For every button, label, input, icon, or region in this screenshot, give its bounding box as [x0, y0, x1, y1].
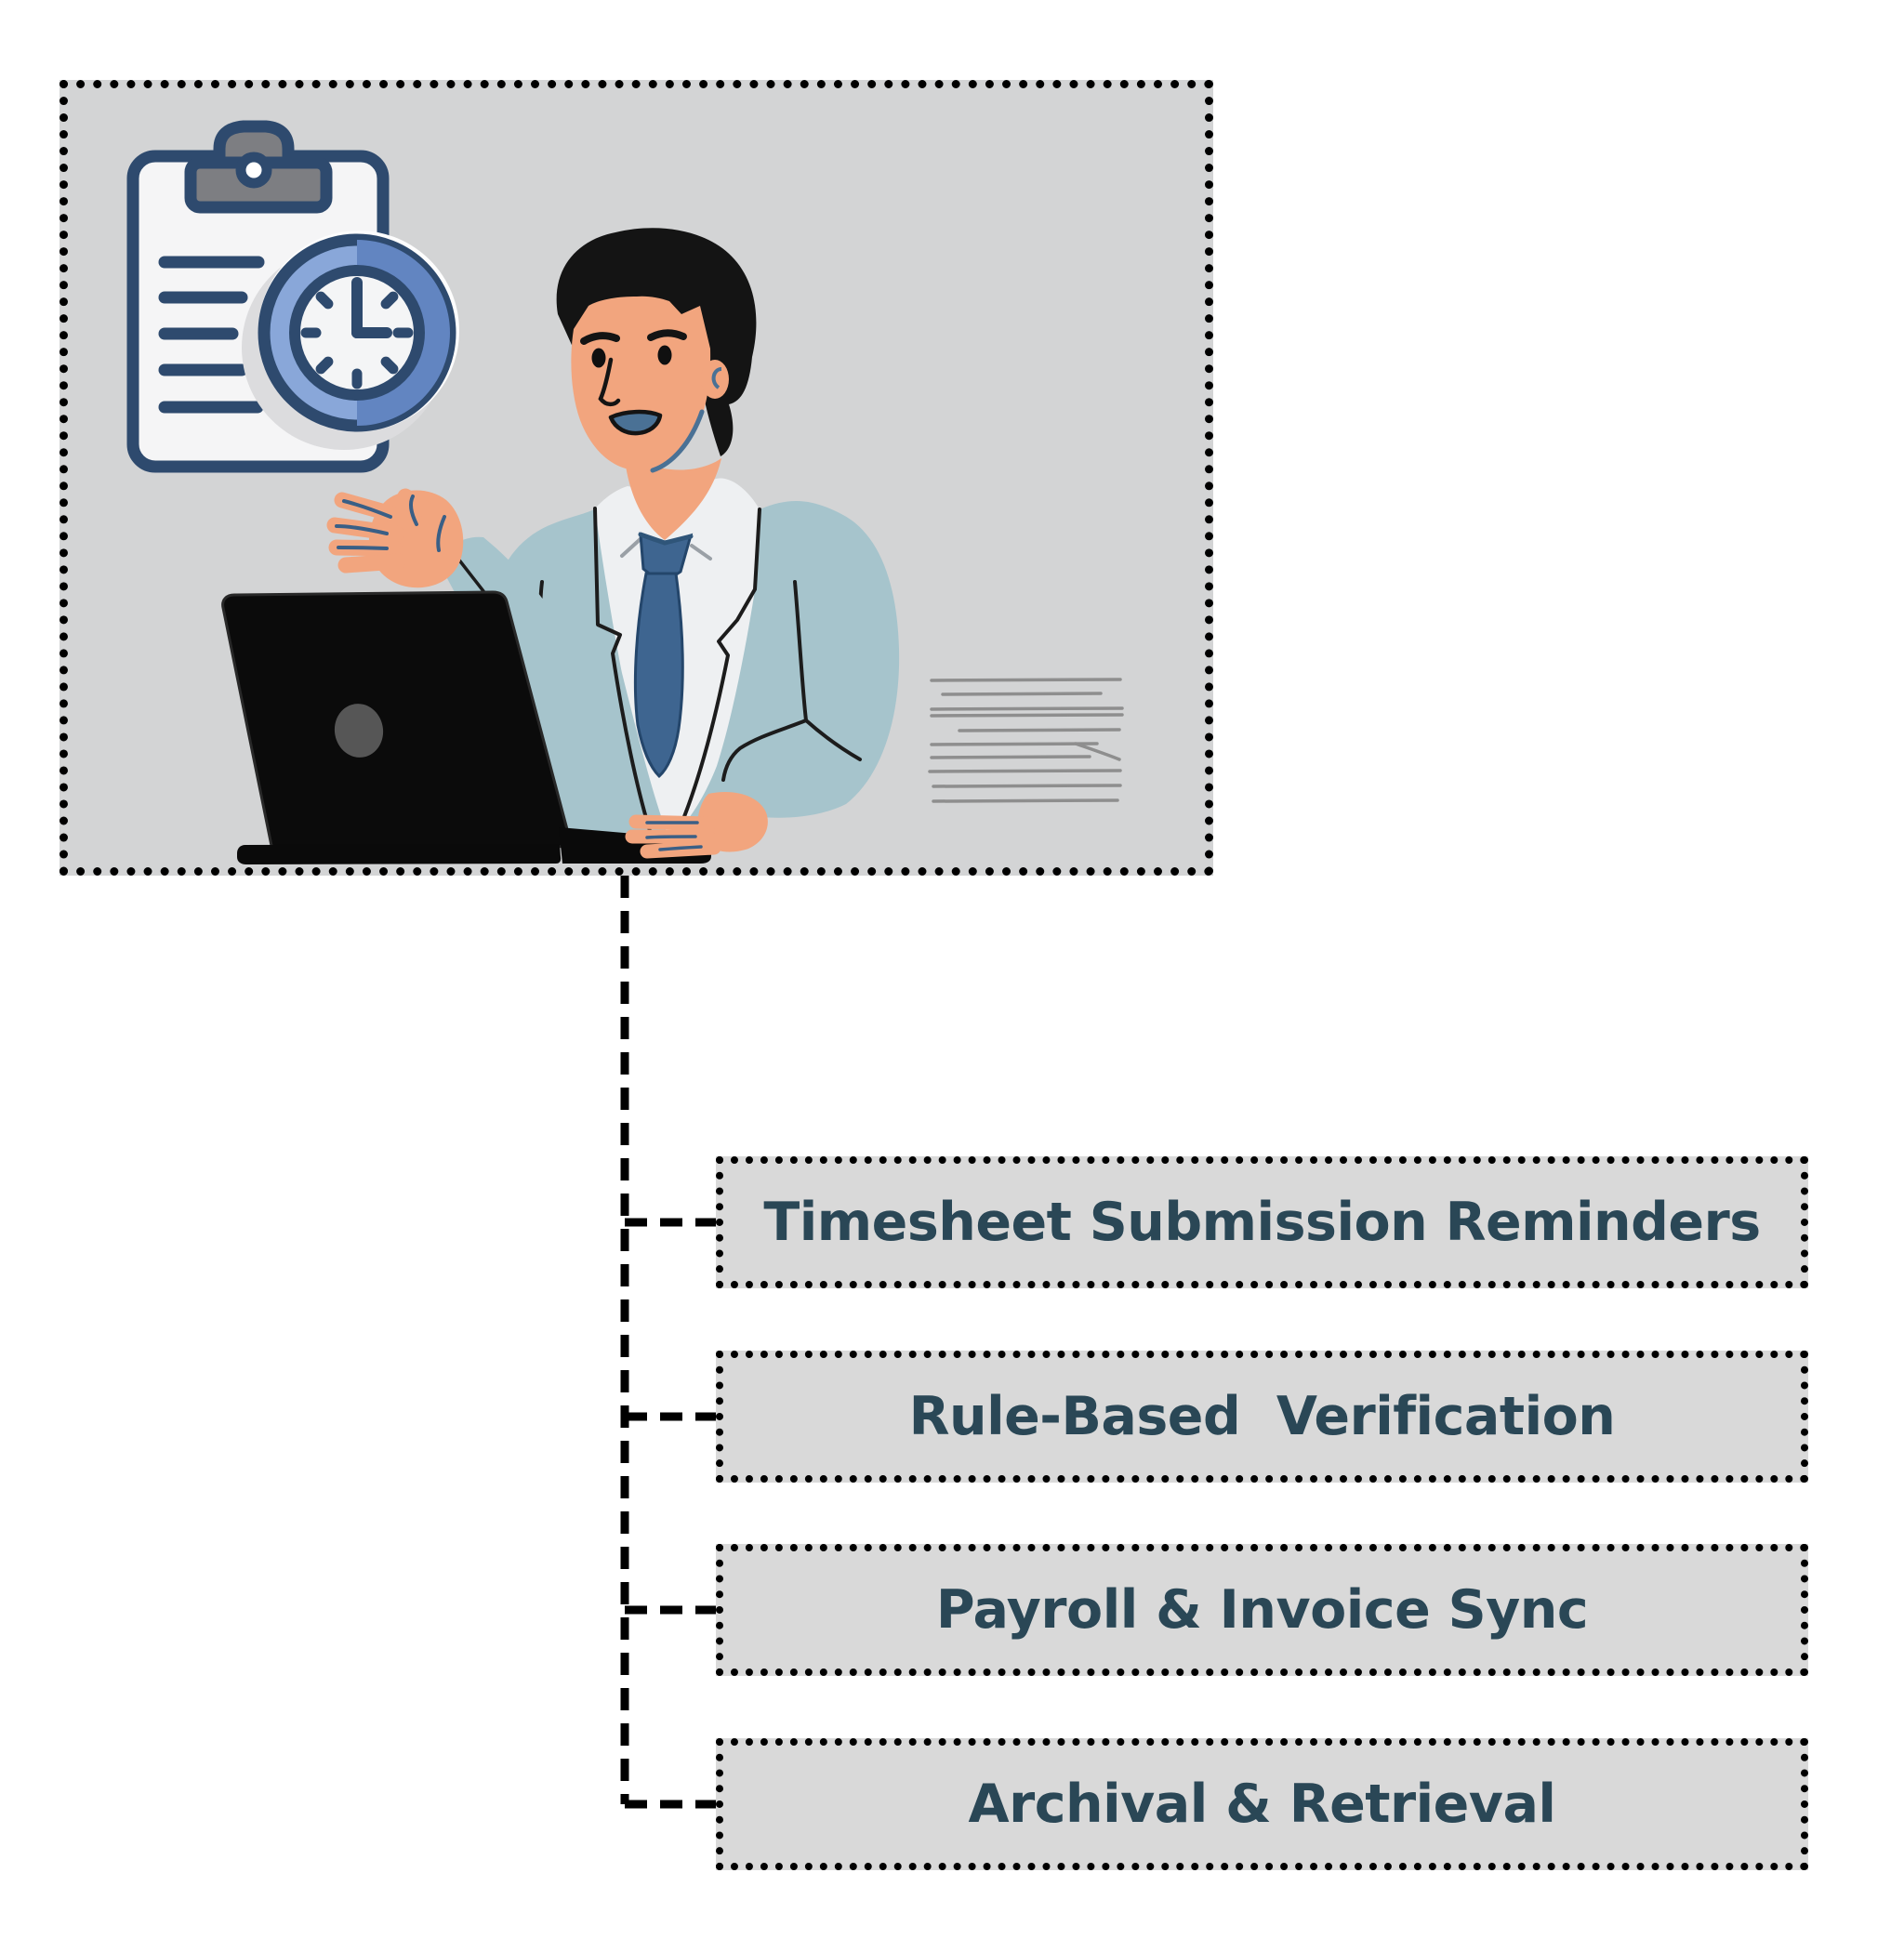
flow-box-rule-based-verification: Rule-Based Verification [716, 1351, 1808, 1483]
flow-box-label: Payroll & Invoice Sync [935, 1579, 1589, 1641]
laptop-hinge [237, 844, 562, 864]
timesheet-illustration [126, 120, 1124, 864]
typing-hand [625, 792, 768, 859]
clipboard-clock-icon [126, 120, 459, 473]
flow-box-label: Archival & Retrieval [968, 1774, 1556, 1835]
tie [633, 532, 694, 779]
laptop-icon [221, 590, 711, 864]
flow-box-label: Timesheet Submission Reminders [763, 1192, 1761, 1253]
flow-box-archival-retrieval: Archival & Retrieval [716, 1738, 1808, 1870]
finger-lines [645, 821, 703, 851]
ear-line [711, 367, 722, 389]
flow-box-timesheet-submission-reminders: Timesheet Submission Reminders [716, 1156, 1808, 1288]
flow-box-payroll-invoice-sync: Payroll & Invoice Sync [716, 1544, 1808, 1676]
nose-line [598, 357, 621, 407]
document-lines-doodle [928, 678, 1124, 803]
clipboard-text-lines [158, 256, 265, 414]
gesturing-hand [326, 488, 464, 588]
laptop-logo [334, 704, 384, 758]
clock-hands [351, 277, 392, 338]
clock-icon [242, 231, 459, 450]
neck [624, 450, 721, 540]
smiling-mouth [608, 409, 663, 436]
clock-ticks [300, 291, 414, 389]
eyebrows [580, 329, 687, 345]
person-presenting-illustration [326, 228, 900, 855]
finger-lines [335, 495, 446, 552]
jaw-collar-line [650, 409, 705, 473]
eyes [591, 345, 672, 368]
hero-illustration-panel [60, 80, 1213, 876]
flow-box-label: Rule-Based Verification [908, 1386, 1616, 1447]
cuff-seam [456, 556, 485, 593]
face [571, 296, 711, 471]
